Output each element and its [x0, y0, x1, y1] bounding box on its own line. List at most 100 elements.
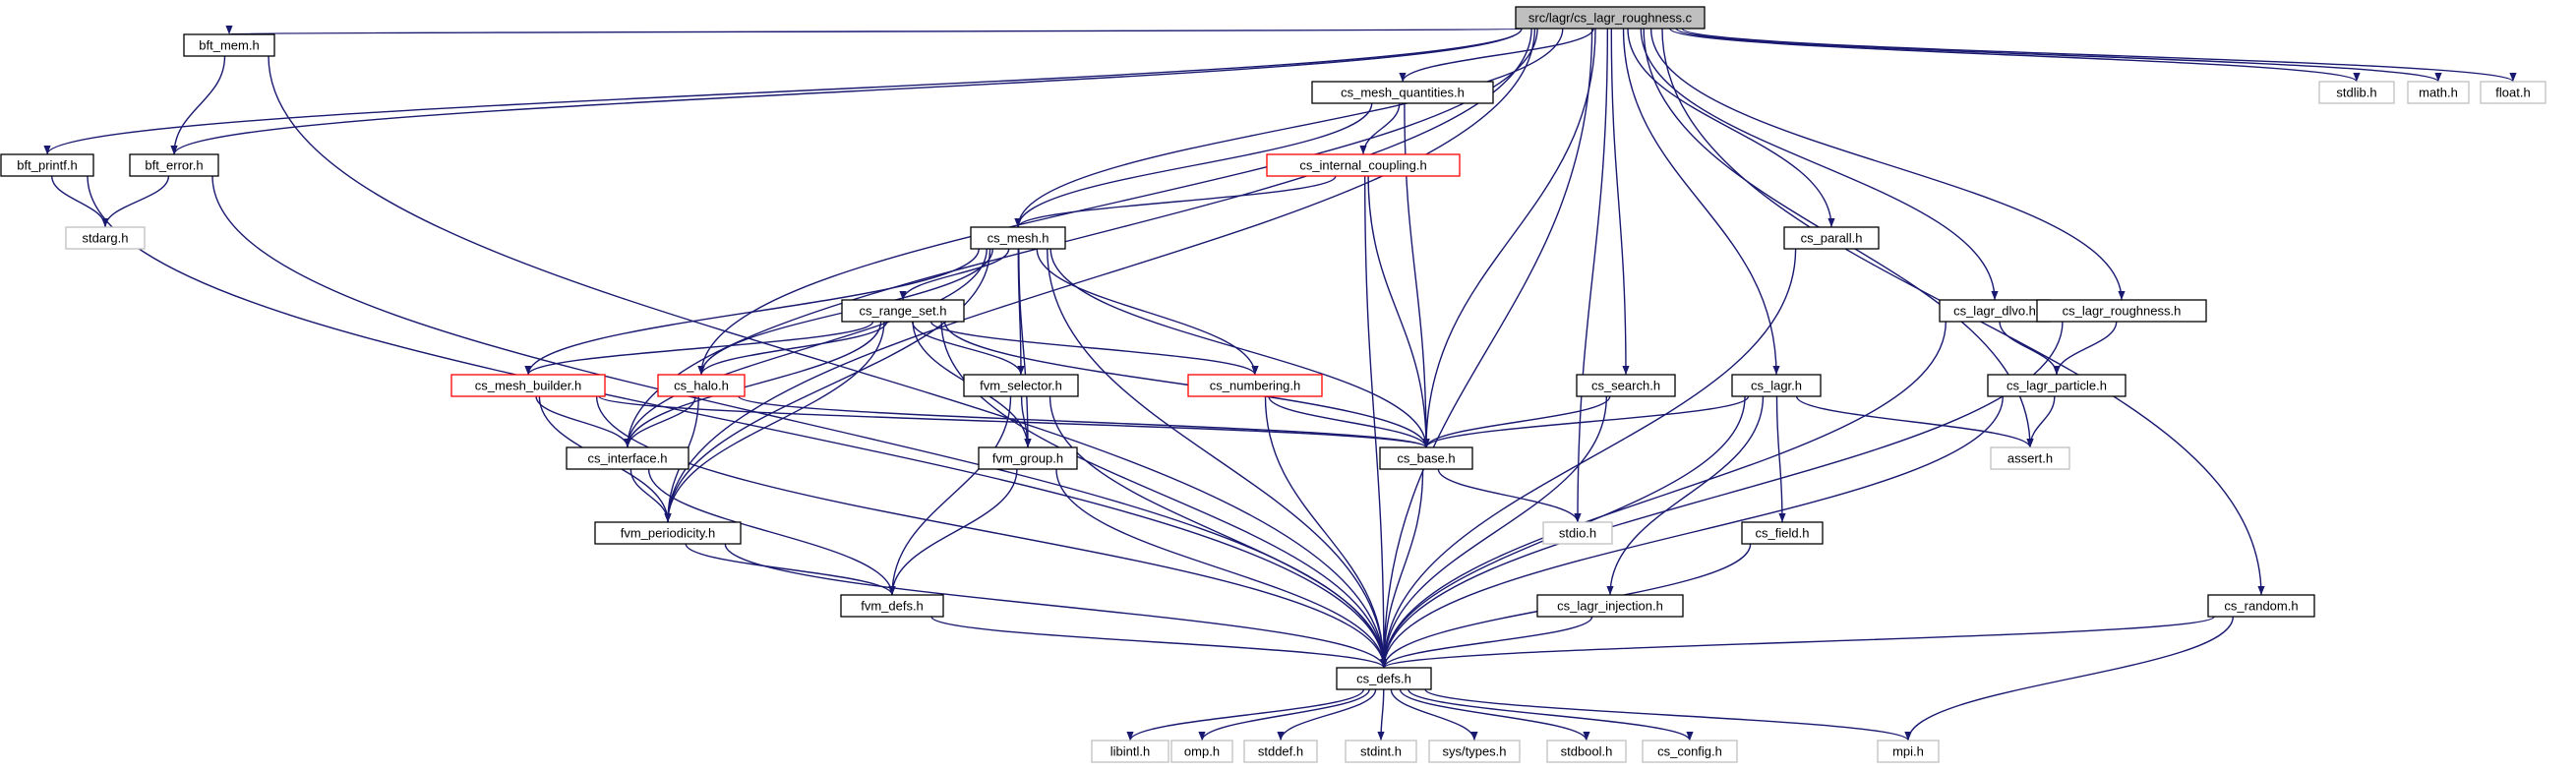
edge-cs_defs-to-mpi [1424, 688, 1912, 741]
node-cs-lagr[interactable]: cs_lagr.h [1731, 374, 1822, 397]
node-stdlib[interactable]: stdlib.h [2318, 81, 2395, 104]
node-box [566, 446, 689, 470]
edge-cs_defs-to-sys_types [1390, 688, 1478, 741]
node-box [970, 226, 1066, 250]
node-label: stddef.h [1258, 744, 1303, 759]
node-stdio[interactable]: stdio.h [1542, 521, 1613, 545]
node-box [978, 446, 1078, 470]
edge-root-to-fvm_periodicity [664, 28, 1536, 523]
node-box [1741, 521, 1824, 545]
edge-cs_lagr_particle-to-assert [2026, 395, 2056, 448]
edge-cs_halo-to-cs_base [738, 395, 1430, 448]
edge-cs_range_set-to-cs_base [943, 321, 1430, 448]
edge-cs_lagr-to-cs_field [1775, 395, 1786, 523]
edge-root-to-cs_halo [697, 28, 1538, 376]
node-bft-mem[interactable]: bft_mem.h [183, 33, 275, 57]
edge-root-to-bft_mem [228, 25, 1523, 35]
node-box [1877, 740, 1940, 763]
node-bft-printf[interactable]: bft_printf.h [0, 153, 94, 177]
node-cs-parall[interactable]: cs_parall.h [1783, 226, 1880, 250]
node-label: cs_mesh_quantities.h [1341, 86, 1465, 100]
node-assert[interactable]: assert.h [1990, 446, 2070, 470]
node-cs-halo[interactable]: cs_halo.h [657, 374, 746, 397]
node-cs-config[interactable]: cs_config.h [1642, 740, 1738, 763]
node-label: fvm_group.h [992, 451, 1063, 466]
node-float[interactable]: float.h [2480, 81, 2546, 104]
node-cs-base[interactable]: cs_base.h [1379, 446, 1473, 470]
node-fvm-group[interactable]: fvm_group.h [978, 446, 1078, 470]
node-cs-lagr-roughness[interactable]: cs_lagr_roughness.h [2036, 299, 2207, 323]
node-cs-random[interactable]: cs_random.h [2207, 594, 2315, 618]
node-label: cs_parall.h [1801, 231, 1863, 246]
node-fvm-periodicity[interactable]: fvm_periodicity.h [594, 521, 742, 545]
node-cs-field[interactable]: cs_field.h [1741, 521, 1824, 545]
node-libintl[interactable]: libintl.h [1091, 740, 1169, 763]
node-stddef[interactable]: stddef.h [1243, 740, 1318, 763]
node-cs-lagr-particle[interactable]: cs_lagr_particle.h [1987, 374, 2127, 397]
node-label: cs_field.h [1756, 526, 1810, 541]
node-label: cs_mesh.h [988, 231, 1049, 246]
node-cs-interface[interactable]: cs_interface.h [566, 446, 689, 470]
edge-cs_random-to-cs_defs [1380, 616, 2215, 669]
node-label: cs_lagr_dlvo.h [1953, 304, 2036, 319]
node-label: cs_internal_coupling.h [1299, 158, 1426, 173]
node-label: cs_range_set.h [860, 304, 947, 319]
edge-cs_defs-to-omp [1198, 688, 1370, 741]
edge-fvm_selector-to-fvm_group [1020, 395, 1032, 448]
edge-cs_numbering-to-cs_base [1268, 395, 1430, 448]
edge-fvm_selector-to-fvm_defs [888, 395, 1012, 596]
node-label: cs_interface.h [588, 451, 668, 466]
node-omp[interactable]: omp.h [1170, 740, 1233, 763]
node-cs-numbering[interactable]: cs_numbering.h [1187, 374, 1323, 397]
node-stdbool[interactable]: stdbool.h [1546, 740, 1627, 763]
edge-fvm_group-to-cs_defs [1055, 468, 1388, 669]
node-box [1546, 740, 1627, 763]
node-label: cs_search.h [1591, 379, 1660, 393]
node-label: cs_defs.h [1356, 672, 1411, 686]
node-cs-mesh-quantities[interactable]: cs_mesh_quantities.h [1311, 81, 1494, 104]
edge-cs_interface-to-fvm_defs [647, 468, 896, 596]
edge-cs_defs-to-cs_config [1408, 688, 1694, 741]
edge-cs_defs-to-stdbool [1399, 688, 1590, 741]
node-cs-lagr-dlvo[interactable]: cs_lagr_dlvo.h [1939, 299, 2051, 323]
node-cs-mesh[interactable]: cs_mesh.h [970, 226, 1066, 250]
node-stdint[interactable]: stdint.h [1345, 740, 1417, 763]
node-box [1987, 374, 2127, 397]
node-box [963, 374, 1079, 397]
node-cs-lagr-injection[interactable]: cs_lagr_injection.h [1536, 594, 1684, 618]
edge-cs_defs-to-stdint [1377, 688, 1385, 741]
edge-cs_lagr_dlvo-to-cs_defs [1380, 321, 1947, 669]
edge-cs_range_set-to-cs_mesh_builder [524, 321, 874, 376]
node-fvm-defs[interactable]: fvm_defs.h [840, 594, 944, 618]
edge-cs_mesh-to-cs_numbering [1036, 248, 1259, 376]
node-math[interactable]: math.h [2407, 81, 2470, 104]
edge-bft_printf-to-stdarg [51, 175, 109, 228]
node-cs-range-set[interactable]: cs_range_set.h [841, 299, 965, 323]
node-box [594, 521, 742, 545]
edge-cs_lagr-to-cs_base [1422, 395, 1750, 448]
edge-root-to-cs_search [1610, 28, 1630, 376]
node-stdarg[interactable]: stdarg.h [65, 226, 146, 250]
node-cs-defs[interactable]: cs_defs.h [1336, 667, 1432, 690]
node-bft-error[interactable]: bft_error.h [129, 153, 219, 177]
node-cs-internal-coupling[interactable]: cs_internal_coupling.h [1266, 153, 1461, 177]
edge-cs_interface-to-fvm_periodicity [629, 468, 672, 523]
node-label: src/lagr/cs_lagr_roughness.c [1528, 11, 1693, 26]
node-cs-search[interactable]: cs_search.h [1576, 374, 1676, 397]
node-sys-types[interactable]: sys/types.h [1428, 740, 1521, 763]
node-label: sys/types.h [1442, 744, 1506, 759]
node-label: fvm_selector.h [980, 379, 1062, 393]
edge-cs_range_set-to-cs_numbering [929, 321, 1259, 376]
node-mpi[interactable]: mpi.h [1877, 740, 1940, 763]
edge-cs_mesh-to-cs_range_set [899, 248, 1010, 301]
node-box [183, 33, 275, 57]
edge-root-to-cs_mesh_quantities [1399, 28, 1594, 83]
node-box [1542, 521, 1613, 545]
node-box [129, 153, 219, 177]
node-box [2480, 81, 2546, 104]
node-cs-mesh-builder[interactable]: cs_mesh_builder.h [450, 374, 606, 397]
node-fvm-selector[interactable]: fvm_selector.h [963, 374, 1079, 397]
edge-cs_halo-to-cs_interface [624, 395, 696, 448]
node-root[interactable]: src/lagr/cs_lagr_roughness.c [1515, 6, 1706, 30]
